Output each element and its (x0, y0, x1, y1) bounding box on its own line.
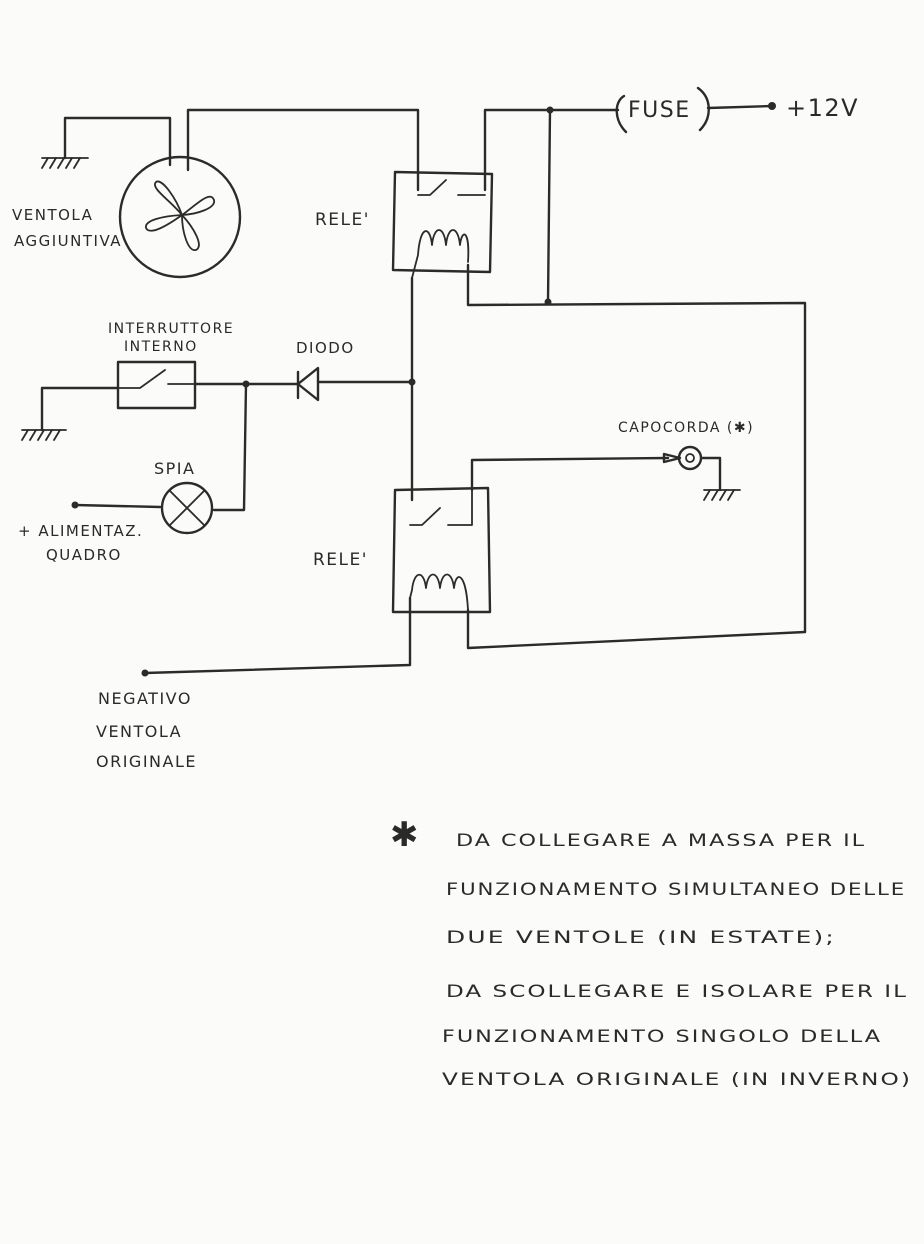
lamp-icon (160, 481, 214, 535)
wire-fan-to-relay1 (186, 108, 420, 192)
dash-supply-label-line1: + ALIMENTAZ. (18, 522, 143, 540)
ground-symbol-terminal (703, 489, 741, 501)
note-line: DA COLLEGARE A MASSA PER IL (456, 831, 866, 851)
wires (40, 104, 807, 675)
fuse-icon (615, 86, 710, 134)
wire-lamp-branch (212, 382, 248, 512)
switch-icon (116, 360, 197, 410)
relay-bottom (391, 486, 492, 614)
wire-supply-bus (483, 108, 620, 192)
supply-terminal-dot (768, 102, 776, 110)
wire-relay1-loop (466, 263, 807, 634)
note-line: VENTOLA ORIGINALE (IN INVERNO) (442, 1070, 912, 1090)
note-line: FUNZIONAMENTO SIMULTANEO DELLE (446, 880, 906, 900)
note-marker: ✱ (390, 815, 420, 855)
wire-terminal-ground (700, 456, 722, 492)
wire-fan-ground (63, 116, 172, 167)
wire-fuse-to-supply (706, 104, 774, 110)
note-line: FUNZIONAMENTO SINGOLO DELLA (442, 1027, 882, 1047)
note-line: DUE VENTOLE (IN ESTATE); (446, 928, 836, 948)
diode-icon (296, 366, 320, 402)
supply-label: +12V (786, 94, 859, 122)
negative-dot (141, 669, 149, 677)
note-line: DA SCOLLEGARE E ISOLARE PER IL (446, 982, 908, 1002)
fuse-label: FUSE (628, 98, 691, 123)
relay-bottom-label: RELE' (313, 550, 368, 570)
terminal-label: CAPOCORDA (✱) (618, 420, 754, 436)
terminal-icon (662, 445, 703, 471)
wire-dash-to-lamp (73, 503, 162, 509)
negative-label-line2: VENTOLA (96, 722, 182, 741)
fan-label-line2: AGGIUNTIVA (14, 232, 122, 250)
wire-relay2-loop (466, 608, 807, 650)
fan-icon (118, 155, 242, 279)
ground-symbol-fan (41, 157, 89, 169)
dash-supply-label-line2: QUADRO (46, 546, 122, 564)
relay-top (391, 170, 494, 279)
lamp-label: SPIA (154, 459, 195, 478)
relay-top-label: RELE' (315, 210, 370, 230)
switch-label-line2: INTERNO (124, 339, 198, 355)
wire-bus-drop (546, 108, 552, 304)
wire-switch-ground (40, 386, 120, 432)
note: ✱ DA COLLEGARE A MASSA PER IL FUNZIONAME… (390, 815, 912, 1090)
ground-symbol-switch (21, 429, 67, 441)
diode-label: DIODO (296, 339, 355, 357)
switch-label-line1: INTERRUTTORE (108, 321, 234, 337)
junction-dot (242, 380, 250, 388)
junction-dot (546, 106, 554, 114)
junction-dot (544, 298, 552, 306)
wire-relay2-to-terminal (470, 456, 670, 492)
fan-label-line1: VENTOLA (12, 206, 93, 224)
negative-label-line3: ORIGINALE (96, 752, 197, 771)
junctions (71, 102, 776, 677)
junction-dot (408, 378, 416, 386)
wire-relay2-to-negative (143, 596, 412, 675)
negative-label-line1: NEGATIVO (98, 689, 192, 708)
dash-supply-dot (71, 501, 79, 509)
